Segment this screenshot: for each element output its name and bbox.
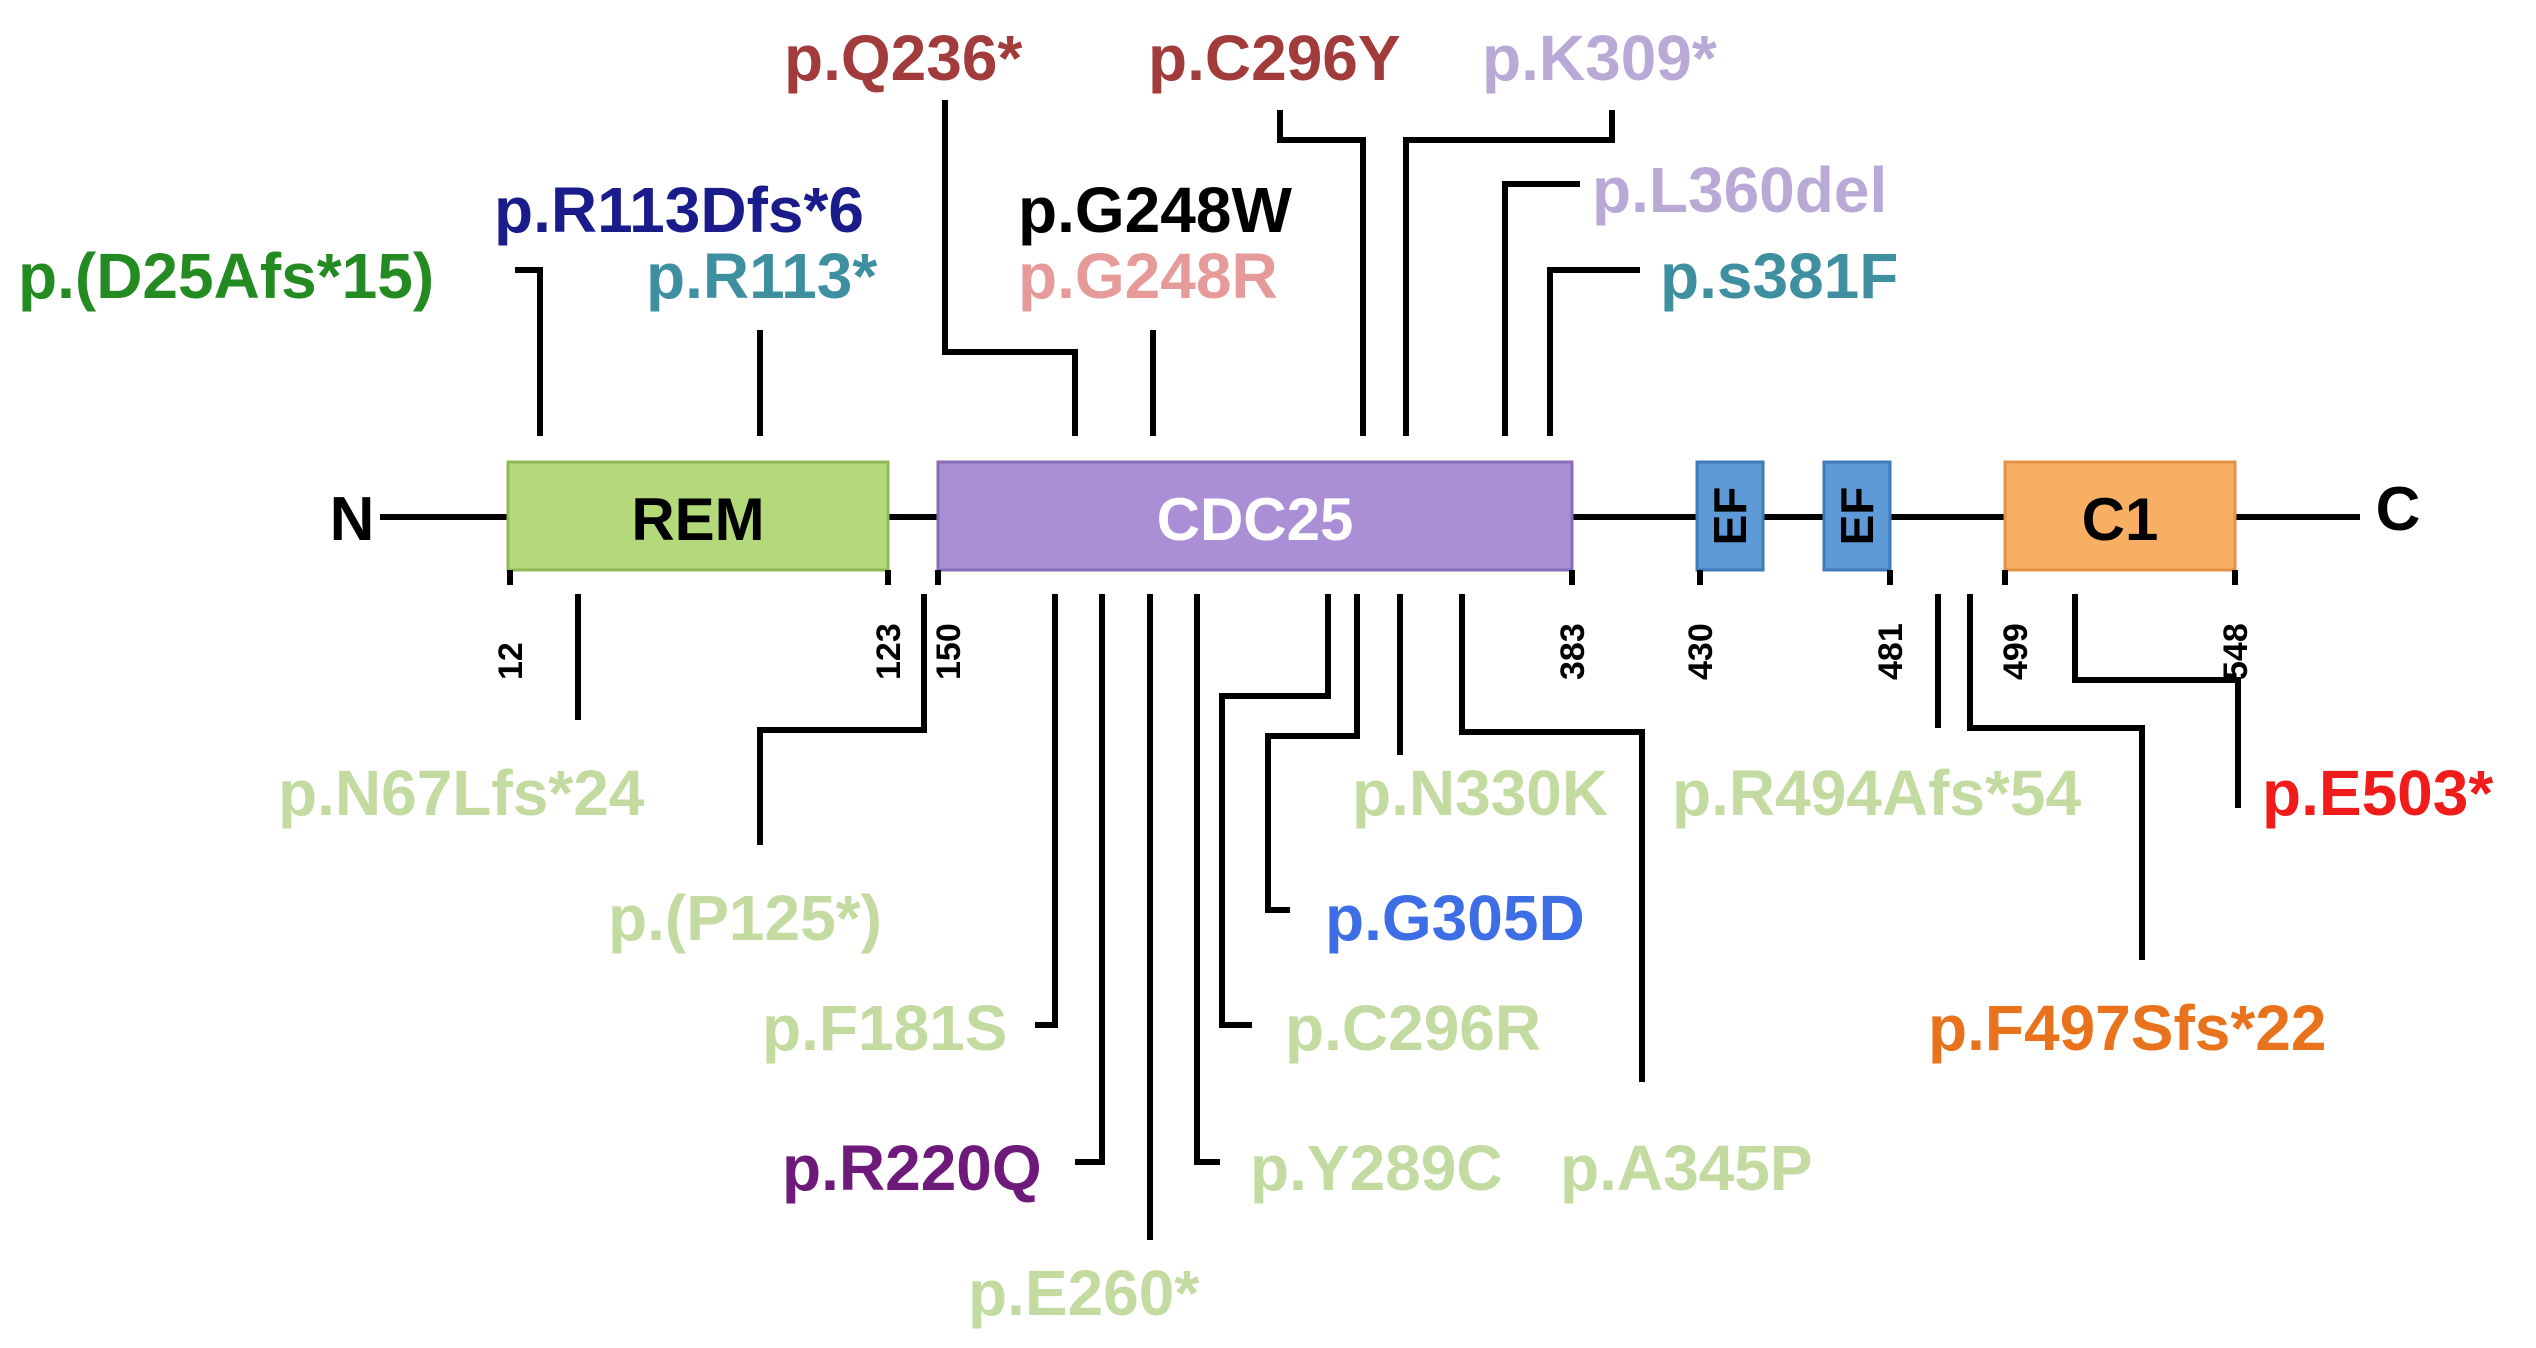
mutation-label-g305d: p.G305D (1325, 882, 1585, 954)
domain-ef2-box (1822, 460, 1892, 572)
mutation-label-n67lfs24: p.N67Lfs*24 (278, 757, 645, 829)
mutation-label-p125stop: p.(P125*) (608, 882, 882, 954)
domain-ef2-label: EF (1831, 487, 1883, 546)
mutation-arrow-k309stop (1403, 110, 1615, 437)
mutation-arrow-e503stop (2072, 593, 2241, 808)
mutation-label-e503stop: p.E503* (2262, 757, 2493, 829)
n-terminus-label: N (330, 485, 375, 554)
position-label-481: 481 (1872, 623, 1910, 680)
position-label-12: 12 (492, 642, 530, 680)
mutation-arrow-d25afs15 (515, 267, 543, 437)
mutation-arrow-f497sfs22 (1967, 593, 2145, 960)
domain-cdc25-label: CDC25 (1157, 486, 1354, 553)
mutation-arrow-c296r (1219, 593, 1331, 1028)
domain-c1: C1 (2003, 460, 2237, 572)
mutation-label-q236stop: p.Q236* (784, 22, 1022, 94)
mutation-arrow-r220q (1075, 593, 1105, 1165)
mutation-label-r113dfs6: p.R113Dfs*6 (494, 174, 864, 246)
mutation-label-a345p: p.A345P (1560, 1132, 1813, 1204)
domain-cdc25: CDC25 (936, 460, 1574, 572)
mutation-label-r113stop: p.R113* (646, 240, 877, 312)
mutation-label-k309stop: p.K309* (1482, 22, 1717, 94)
position-ticks: 12 123 150 383 430 481 499 548 (492, 570, 2255, 680)
mutation-label-s381f: p.s381F (1660, 240, 1898, 312)
mutation-label-l360del: p.L360del (1592, 154, 1887, 226)
mutation-arrow-l360del (1502, 181, 1580, 437)
c-terminus-label: C (2376, 475, 2421, 544)
mutation-label-g248w: p.G248W (1018, 174, 1292, 246)
position-label-383: 383 (1554, 623, 1592, 680)
domain-cdc25-box (936, 460, 1574, 572)
domain-ef1-label: EF (1704, 487, 1756, 546)
position-label-123: 123 (870, 623, 908, 680)
mutation-arrow-s381f (1547, 267, 1640, 437)
mutations-below: p.N67Lfs*24 p.(P125*) p.F181S p.R220Q p.… (278, 593, 2493, 1329)
position-label-430: 430 (1682, 623, 1720, 680)
mutation-label-g248r: p.G248R (1018, 240, 1278, 312)
mutation-arrow-p125stop (757, 593, 927, 845)
mutation-arrow-y289c (1194, 593, 1220, 1165)
mutation-label-n330k: p.N330K (1352, 757, 1608, 829)
mutation-arrow-q236stop (942, 100, 1078, 437)
mutation-label-d25afs15: p.(D25Afs*15) (18, 240, 434, 312)
position-label-150: 150 (930, 623, 968, 680)
domain-ef1-box (1695, 460, 1765, 572)
mutation-label-y289c: p.Y289C (1250, 1132, 1503, 1204)
domain-ef1: EF (1695, 460, 1765, 572)
domain-ef2: EF (1822, 460, 1892, 572)
mutation-arrow-c296y (1277, 110, 1366, 437)
domain-rem-label: REM (631, 486, 764, 553)
mutations-above: p.(D25Afs*15) p.R113Dfs*6 p.R113* p.Q236… (18, 22, 1898, 437)
mutation-arrow-g305d (1265, 593, 1360, 913)
position-label-499: 499 (1997, 623, 2035, 680)
mutation-label-r220q: p.R220Q (782, 1132, 1042, 1204)
mutation-label-f497sfs22: p.F497Sfs*22 (1928, 992, 2326, 1064)
mutation-arrow-a345p (1459, 593, 1645, 1082)
domain-rem-box (506, 460, 890, 572)
mutation-label-c296y: p.C296Y (1148, 22, 1401, 94)
mutation-label-e260stop: p.E260* (968, 1257, 1199, 1329)
mutation-label-f181s: p.F181S (762, 992, 1007, 1064)
position-label-548: 548 (2217, 623, 2255, 680)
domain-c1-label: C1 (2082, 486, 2159, 553)
domain-rem: REM (506, 460, 890, 572)
mutation-arrow-f181s (1035, 593, 1058, 1028)
mutation-label-c296r: p.C296R (1285, 992, 1541, 1064)
domain-c1-box (2003, 460, 2237, 572)
mutation-label-r494afs54: p.R494Afs*54 (1672, 757, 2082, 829)
